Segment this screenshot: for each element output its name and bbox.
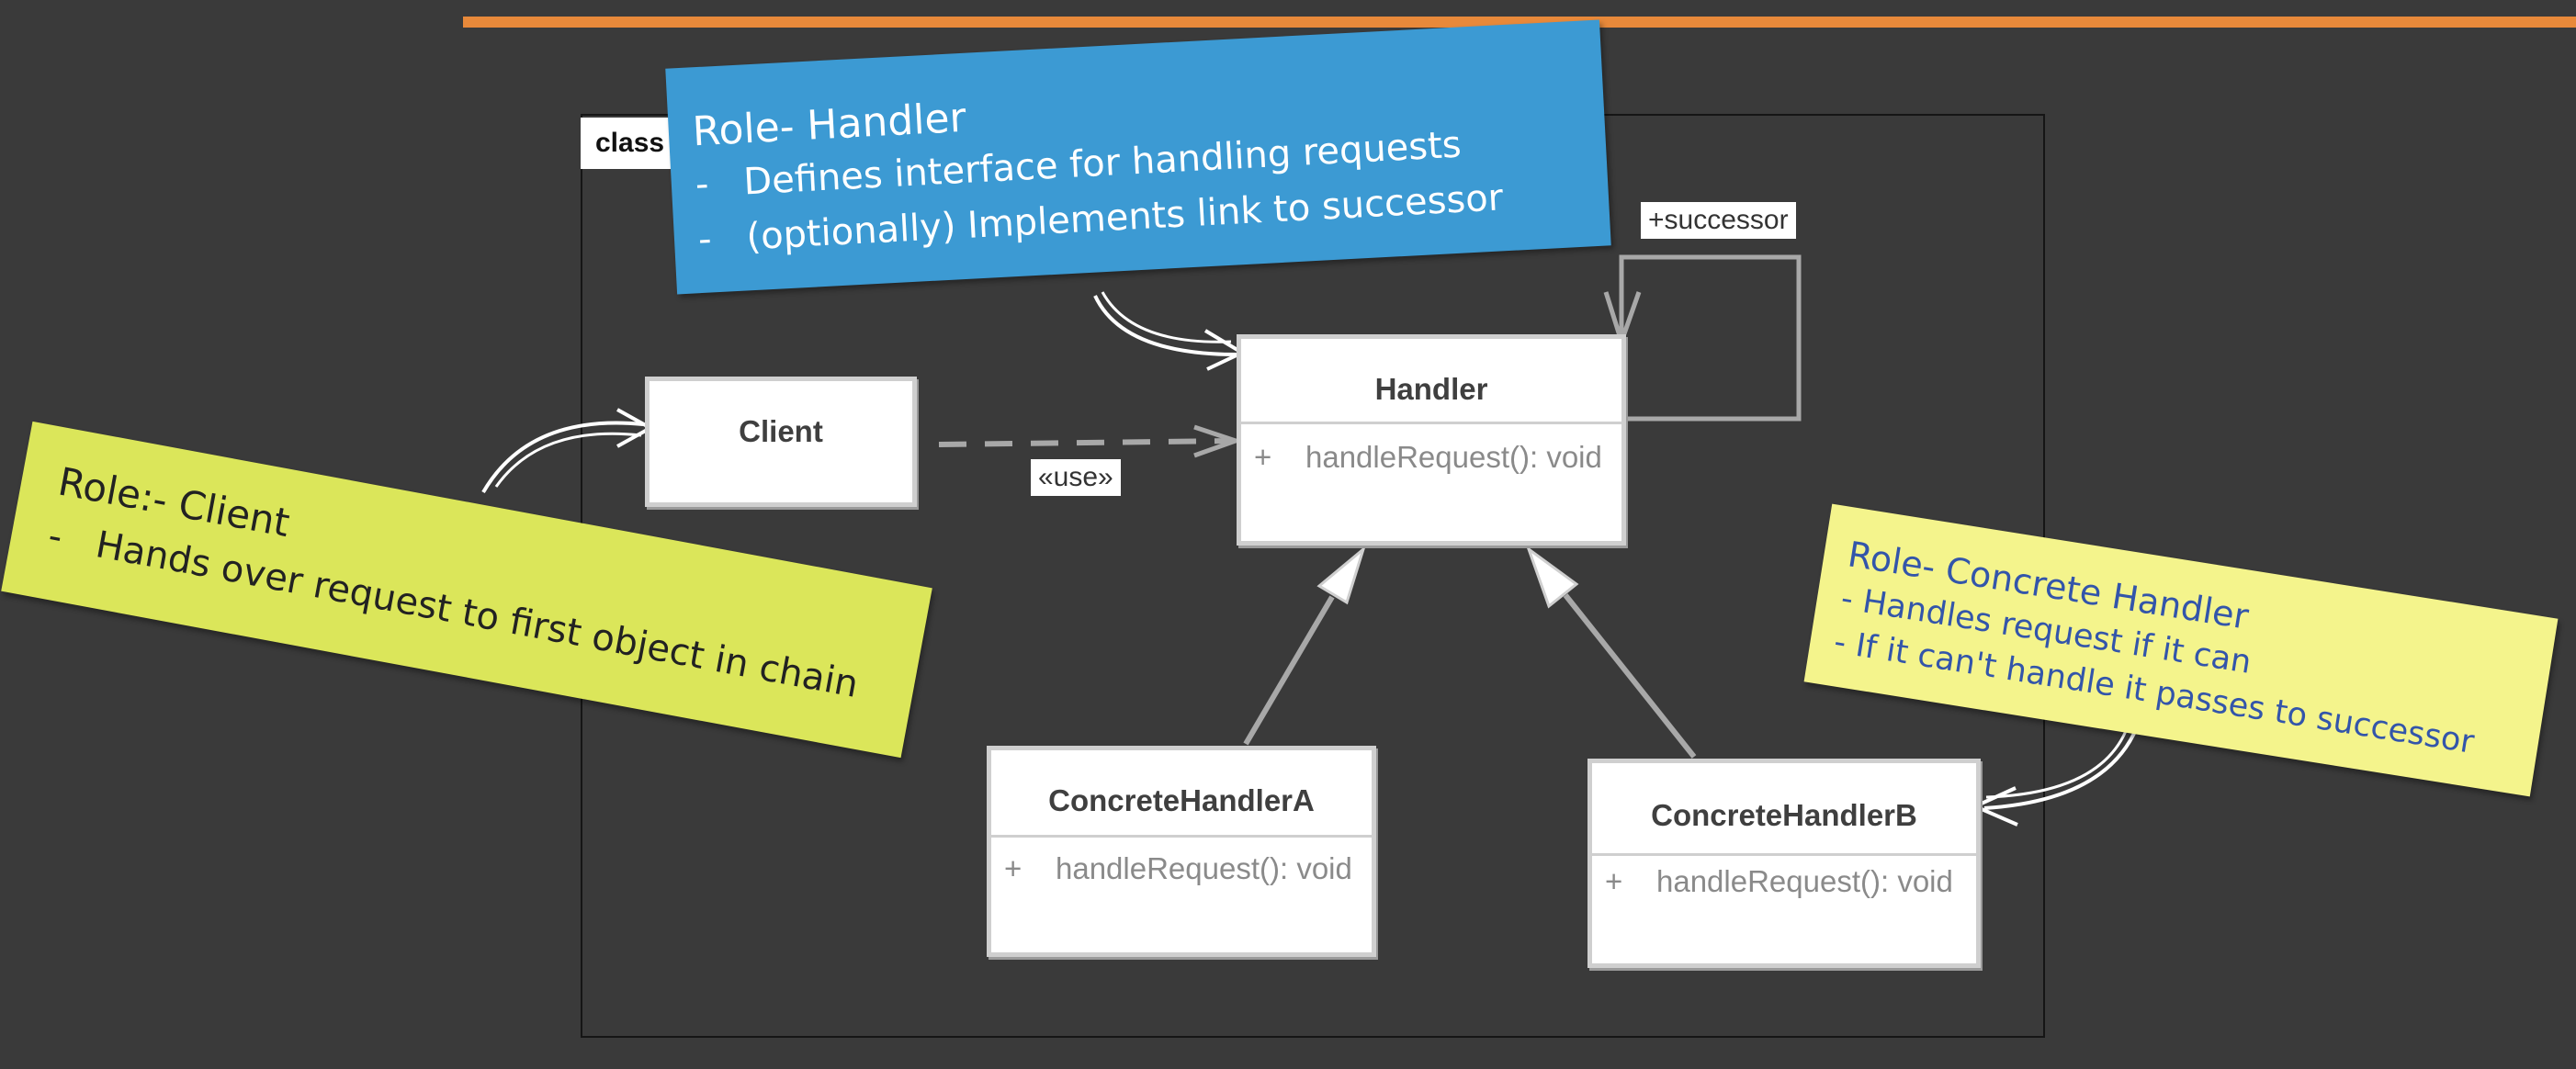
frame-tag: class d xyxy=(581,118,682,169)
generalization-a xyxy=(1243,595,1335,746)
concrete-handler-b-class[interactable]: ConcreteHandlerB +handleRequest(): void xyxy=(1587,759,1981,968)
client-note-pointer xyxy=(481,421,644,494)
client-class[interactable]: Client xyxy=(645,377,917,507)
concrete-handler-b-name: ConcreteHandlerB xyxy=(1651,798,1917,832)
concrete-note-pointer xyxy=(1983,726,2139,810)
handler-operation: +handleRequest(): void xyxy=(1254,440,1602,474)
use-label: «use» xyxy=(1031,459,1121,496)
handler-class-name: Handler xyxy=(1374,372,1488,406)
concrete-handler-b-operation: +handleRequest(): void xyxy=(1605,864,1953,898)
generalization-b xyxy=(1563,593,1697,759)
generalization-a-head xyxy=(1316,545,1366,605)
concrete-handler-a-operation: +handleRequest(): void xyxy=(1004,851,1352,885)
handler-class[interactable]: Handler +handleRequest(): void xyxy=(1237,334,1626,546)
handler-note-pointer xyxy=(1093,295,1237,356)
concrete-handler-a-name: ConcreteHandlerA xyxy=(1048,783,1315,817)
client-class-name: Client xyxy=(739,414,823,448)
top-accent-bar xyxy=(463,17,2576,28)
successor-association xyxy=(1619,254,1802,422)
concrete-handler-a-class[interactable]: ConcreteHandlerA +handleRequest(): void xyxy=(987,746,1376,957)
use-arrowhead xyxy=(1193,424,1243,458)
use-dependency xyxy=(938,438,1232,447)
generalization-b-head xyxy=(1525,545,1579,609)
successor-label: +successor xyxy=(1641,202,1796,239)
